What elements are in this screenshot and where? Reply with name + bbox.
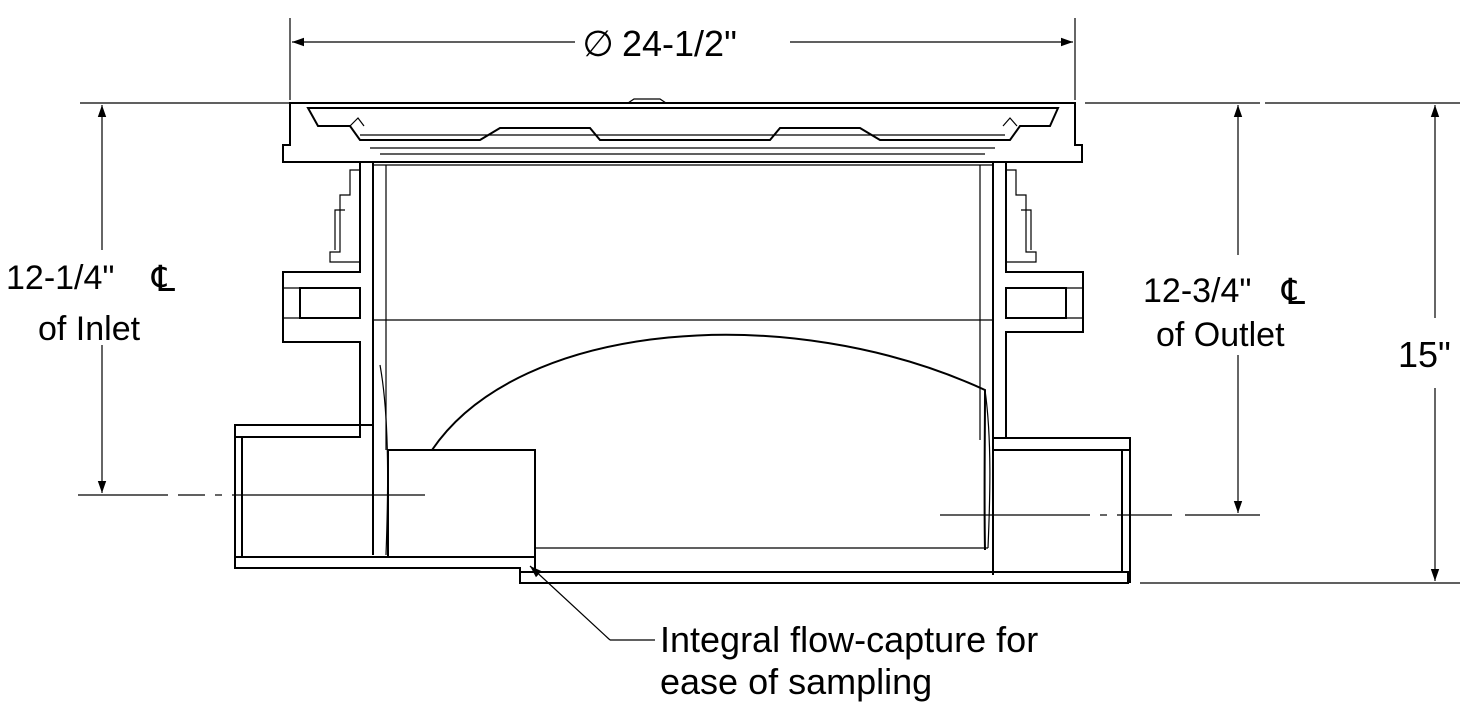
inlet-dimension-value: 12-1/4" [6,259,114,297]
height-dimension-value: 15" [1398,334,1451,375]
inlet-centerline-symbol: ℄ [151,258,175,299]
outlet-centerline-symbol: ℄ [1281,271,1305,312]
inlet-dimension-caption: of Inlet [38,310,141,348]
diameter-dimension: ∅ 24-1/2" [289,18,1076,100]
height-dimension: 15" [1140,102,1460,584]
flow-capture-callout: Integral flow-capture for ease of sampli… [529,565,1038,702]
drain-body [282,161,1084,575]
inlet-dimension: 12-1/4" ℄ of Inlet [6,102,290,496]
outlet-dimension: 12-3/4" ℄ of Outlet [1085,102,1305,516]
callout-line-2: ease of sampling [660,661,932,702]
outlet-dimension-caption: of Outlet [1156,316,1285,354]
outlet-pipe [940,437,1172,583]
diameter-label: 24-1/2" [622,23,737,64]
callout-line-1: Integral flow-capture for [660,619,1038,660]
diameter-symbol: ∅ [582,23,613,64]
grate-frame [282,98,1083,163]
flow-capture-chamber [379,333,1129,584]
inlet-pipe [178,424,536,573]
outlet-dimension-value: 12-3/4" [1143,272,1251,310]
